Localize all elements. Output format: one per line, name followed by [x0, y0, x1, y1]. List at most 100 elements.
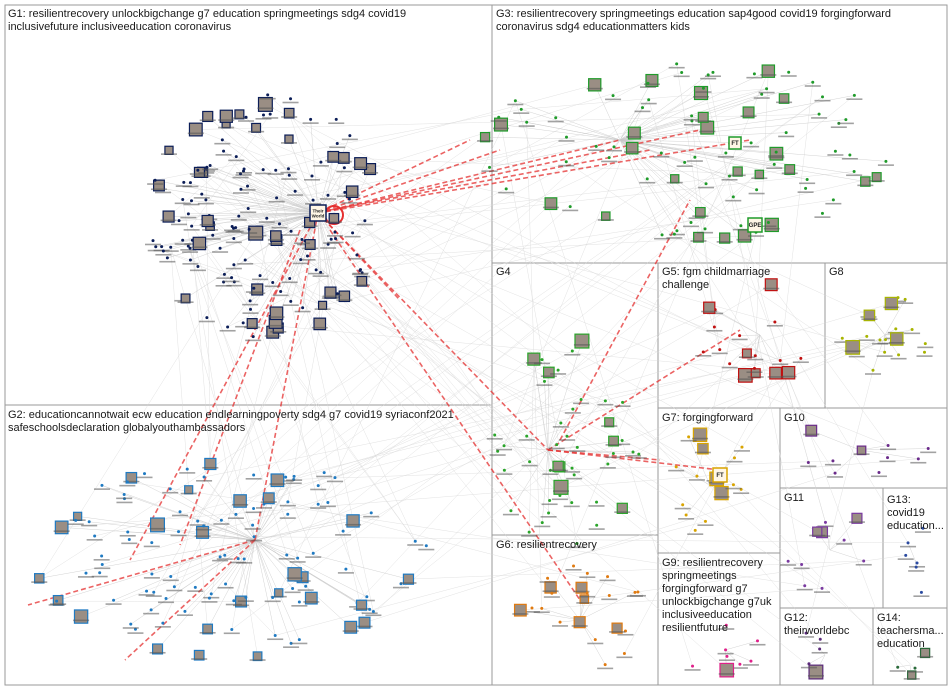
edge	[174, 539, 256, 587]
graph-node	[413, 539, 417, 543]
edge	[897, 664, 911, 668]
node-label-bar	[569, 546, 586, 549]
node-label-bar	[625, 455, 642, 457]
edge	[199, 172, 319, 214]
edge	[619, 113, 820, 141]
node-label-bar	[639, 181, 656, 184]
node-label-bar	[293, 242, 310, 245]
graph-node	[773, 320, 777, 324]
node-label-bar	[245, 291, 262, 293]
graph-node	[271, 280, 275, 284]
graph-node	[711, 70, 715, 74]
node-label-bar	[143, 612, 160, 615]
cross-edge	[155, 180, 530, 462]
edge	[884, 299, 906, 336]
node-label-bar	[792, 361, 809, 364]
node-label-bar	[277, 480, 294, 482]
graph-node	[769, 366, 783, 380]
graph-node	[351, 231, 355, 235]
cross-edge	[503, 107, 643, 446]
graph-node	[852, 169, 856, 173]
node-label-bar	[264, 600, 281, 603]
node-label-bar	[748, 192, 765, 195]
graph-node	[553, 479, 569, 495]
node-label-bar	[897, 302, 914, 304]
node-label-bar	[269, 483, 286, 485]
graph-node	[636, 590, 640, 594]
graph-node	[601, 211, 611, 221]
edge	[619, 139, 777, 154]
node-label-bar	[605, 98, 622, 101]
graph-node	[804, 186, 808, 190]
node-label-bar	[353, 608, 370, 610]
node-label-bar	[565, 568, 582, 571]
edge	[255, 212, 319, 234]
edge	[504, 445, 549, 451]
cross-edge	[856, 339, 886, 353]
node-label-bar	[236, 171, 253, 174]
edge	[619, 80, 653, 141]
heavy-edge	[317, 139, 471, 214]
edge	[220, 539, 256, 558]
graph-node	[921, 526, 925, 530]
node-label-bar	[262, 117, 279, 119]
cross-edge	[344, 296, 820, 650]
node-label-bar	[294, 580, 311, 582]
hub-node	[728, 136, 742, 150]
graph-node	[724, 151, 728, 155]
heavy-edge	[124, 539, 256, 661]
graph-node	[620, 439, 624, 443]
graph-node	[547, 511, 551, 515]
graph-node	[725, 654, 729, 658]
edge	[526, 435, 549, 451]
node-label-bar	[780, 375, 797, 378]
node-label-bar	[767, 376, 784, 378]
graph-node	[752, 366, 756, 370]
graph-node	[691, 664, 695, 668]
edge	[619, 139, 877, 178]
node-label-bar	[242, 303, 259, 306]
graph-node	[646, 81, 650, 85]
panel-g8	[824, 262, 948, 409]
graph-node	[706, 73, 710, 77]
node-label-bar	[202, 466, 219, 469]
node-label-bar	[686, 160, 703, 162]
graph-node	[719, 662, 735, 678]
graph-node	[204, 198, 208, 202]
cross-edge	[192, 240, 312, 599]
node-label-bar	[270, 331, 287, 333]
cross-edge	[774, 321, 909, 543]
node-label-bar	[579, 576, 596, 579]
graph-node	[356, 275, 368, 287]
heavy-edge	[547, 329, 741, 451]
graph-node	[201, 214, 214, 228]
node-label-bar	[550, 469, 567, 471]
graph-node	[558, 493, 562, 497]
heavy-edge	[329, 229, 581, 601]
node-label-bar	[634, 110, 651, 113]
node-label-bar	[563, 505, 580, 508]
node-label-bar	[237, 600, 254, 602]
graph-node	[670, 174, 680, 184]
node-label-bar	[747, 358, 764, 361]
node-label-bar	[573, 402, 590, 405]
edge	[202, 532, 256, 541]
cross-edge	[227, 188, 507, 328]
graph-node	[218, 246, 222, 250]
cross-edge	[313, 284, 772, 554]
node-label-bar	[242, 312, 259, 314]
graph-node	[344, 567, 348, 571]
graph-node	[760, 92, 764, 96]
node-label-bar	[94, 567, 111, 570]
graph-node	[278, 222, 282, 226]
node-label-bar	[319, 198, 336, 200]
cross-edge	[268, 96, 823, 499]
node-label-bar	[155, 253, 172, 256]
node-label-bar	[768, 156, 785, 159]
node-label-bar	[668, 469, 685, 472]
node-label-bar	[876, 355, 893, 357]
edge	[619, 139, 663, 235]
node-label-bar	[809, 534, 826, 537]
node-label-bar	[547, 120, 564, 123]
node-label-bar	[353, 284, 370, 286]
